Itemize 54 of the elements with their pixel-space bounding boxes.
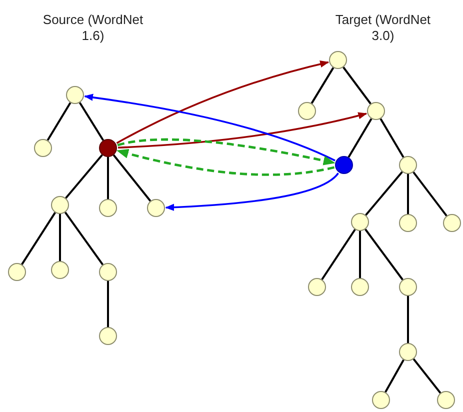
tree-line bbox=[46, 102, 72, 141]
tree-node-circle bbox=[51, 261, 69, 279]
tree-line bbox=[364, 228, 404, 280]
tree-line bbox=[65, 154, 103, 199]
tree-node-circle bbox=[34, 139, 52, 157]
tree-line bbox=[384, 359, 404, 393]
arrow bbox=[117, 138, 336, 166]
tree-node-circle bbox=[8, 263, 26, 281]
tree-line bbox=[21, 212, 56, 265]
tree-node-circle bbox=[437, 391, 455, 409]
tree-node-circle bbox=[399, 156, 417, 174]
tree-node-circle bbox=[66, 86, 84, 104]
tree-node-circle bbox=[147, 199, 165, 217]
tree-node-circle bbox=[99, 263, 117, 281]
tree-node-circle bbox=[51, 196, 69, 214]
tree-line bbox=[359, 231, 361, 278]
tree-line bbox=[59, 214, 61, 261]
tree-node-circle bbox=[308, 278, 326, 296]
arrow bbox=[116, 148, 335, 176]
tree-node-circle bbox=[351, 213, 369, 231]
arrow bbox=[118, 112, 368, 148]
tree-line bbox=[407, 174, 409, 214]
tree-line bbox=[64, 212, 104, 266]
tree-line bbox=[310, 67, 334, 104]
arrow bbox=[165, 172, 339, 211]
tree-line bbox=[380, 118, 404, 158]
tree-line bbox=[365, 171, 403, 216]
arrow bbox=[84, 94, 336, 162]
tree-line bbox=[78, 102, 104, 141]
tree-line bbox=[407, 296, 409, 343]
tree-node-circle bbox=[99, 139, 117, 157]
tree-heading: Target (WordNet 3.0) bbox=[334, 12, 432, 44]
tree-line bbox=[342, 66, 372, 104]
tree-node-circle bbox=[99, 199, 117, 217]
tree-line bbox=[107, 281, 109, 327]
tree-line bbox=[412, 172, 448, 216]
tree-line bbox=[107, 157, 109, 199]
tree-node-circle bbox=[399, 278, 417, 296]
tree-node-circle bbox=[367, 102, 385, 120]
arrow bbox=[116, 60, 330, 144]
tree-node-circle bbox=[335, 156, 353, 174]
tree-line bbox=[112, 154, 152, 202]
tree-line bbox=[412, 358, 442, 394]
tree-line bbox=[348, 118, 372, 158]
tree-node-circle bbox=[443, 214, 461, 232]
tree-line bbox=[321, 228, 356, 280]
tree-heading: Source (WordNet 1.6) bbox=[42, 12, 144, 44]
tree-node-circle bbox=[399, 214, 417, 232]
tree-node-circle bbox=[399, 343, 417, 361]
tree-node-circle bbox=[351, 278, 369, 296]
tree-node-circle bbox=[329, 51, 347, 69]
tree-node-circle bbox=[99, 327, 117, 345]
tree-node-circle bbox=[298, 102, 316, 120]
tree-node-circle bbox=[372, 391, 390, 409]
